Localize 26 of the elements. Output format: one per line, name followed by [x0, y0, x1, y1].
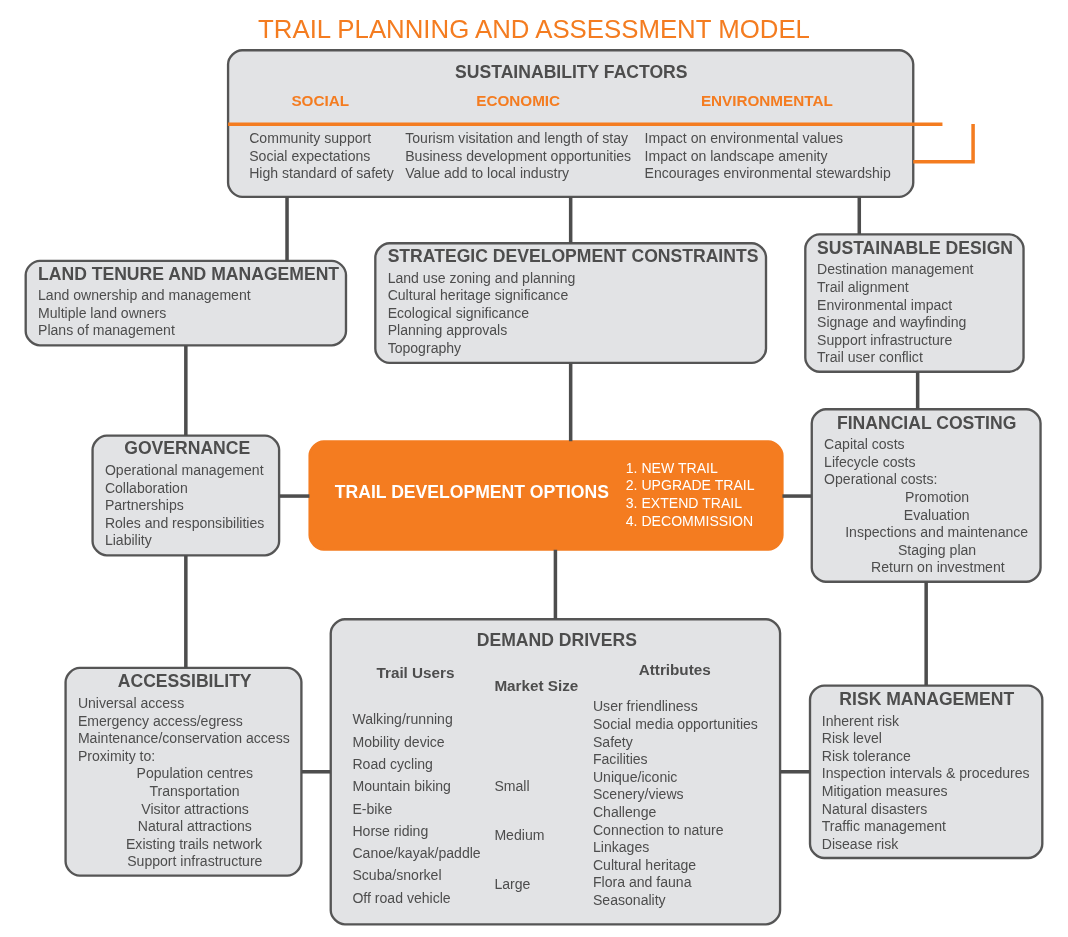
node-box: FINANCIAL COSTING Capital costs Lifecycle costs Operational costs: Promotion Evaluation Inspections and maintenance Staging plan Return on investment [810, 408, 1042, 583]
connector [782, 494, 812, 498]
connector [279, 494, 310, 498]
node-box: GOVERNANCE Operational management Collaboration Partnerships Roles and responsibilities Liability [91, 434, 281, 557]
connector [553, 549, 558, 619]
node-box: DEMAND DRIVERS Trail Users Walking/running Mobility device Road cycling Mountain biking E-bike Horse riding Canoe/kayak/paddle Scuba/snorkel Off road vehicle Market Size Small Medium Large Attributes User friendliness Social media opportunities Safety Facilities Unique/iconic Scenery/views Challenge Connection to nature Linkages Cultural heritage Flora and fauna Seasonality [329, 618, 782, 926]
connector [568, 197, 573, 244]
connector [184, 345, 188, 436]
diagram-title: TRAIL PLANNING AND ASSESSMENT MODEL [258, 15, 810, 44]
connector [857, 197, 862, 234]
connector [913, 124, 975, 164]
connector [285, 197, 289, 261]
connector [228, 122, 943, 126]
node-box: TRAIL DEVELOPMENT OPTIONS 1. NEW TRAIL 2. UPGRADE TRAIL 3. EXTEND TRAIL 4. DECOMMISSION [308, 440, 784, 551]
node-box: SUSTAINABLE DESIGN Destination management Trail alignment Environmental impact Signage and wayfinding Support infrastructure Trail user conflict [804, 233, 1025, 373]
connector [915, 372, 920, 410]
node-box: STRATEGIC DEVELOPMENT CONSTRAINTS Land use zoning and planning Cultural heritage significance Ecological significance Planning approvals Topography [374, 242, 768, 365]
connector [301, 770, 331, 774]
connector [780, 770, 810, 774]
node-box: LAND TENURE AND MANAGEMENT Land ownership and management Multiple land owners Plans of management [24, 259, 348, 347]
node-box: ACCESSIBILITY Universal access Emergency access/egress Maintenance/conservation access Proximity to: Population centres Transportation Visitor attractions Natural attractions Existing trails network Support infrastructure [64, 666, 303, 877]
connector [184, 555, 188, 668]
node-box: RISK MANAGEMENT Inherent risk Risk level Risk tolerance Inspection intervals & procedures Mitigation measures Natural disasters Traffic management Disease risk [808, 684, 1044, 860]
node-box: SUSTAINABILITY FACTORS SOCIAL Community support Social expectations High standard of safety ECONOMIC Tourism visitation and length of stay Business development opportunities Value add to local industry ENVIRONMENTAL Impact on environmental values Impact on landscape amenity Encourages environmental stewardship [226, 49, 915, 199]
connector [568, 363, 573, 442]
connector [924, 581, 928, 686]
